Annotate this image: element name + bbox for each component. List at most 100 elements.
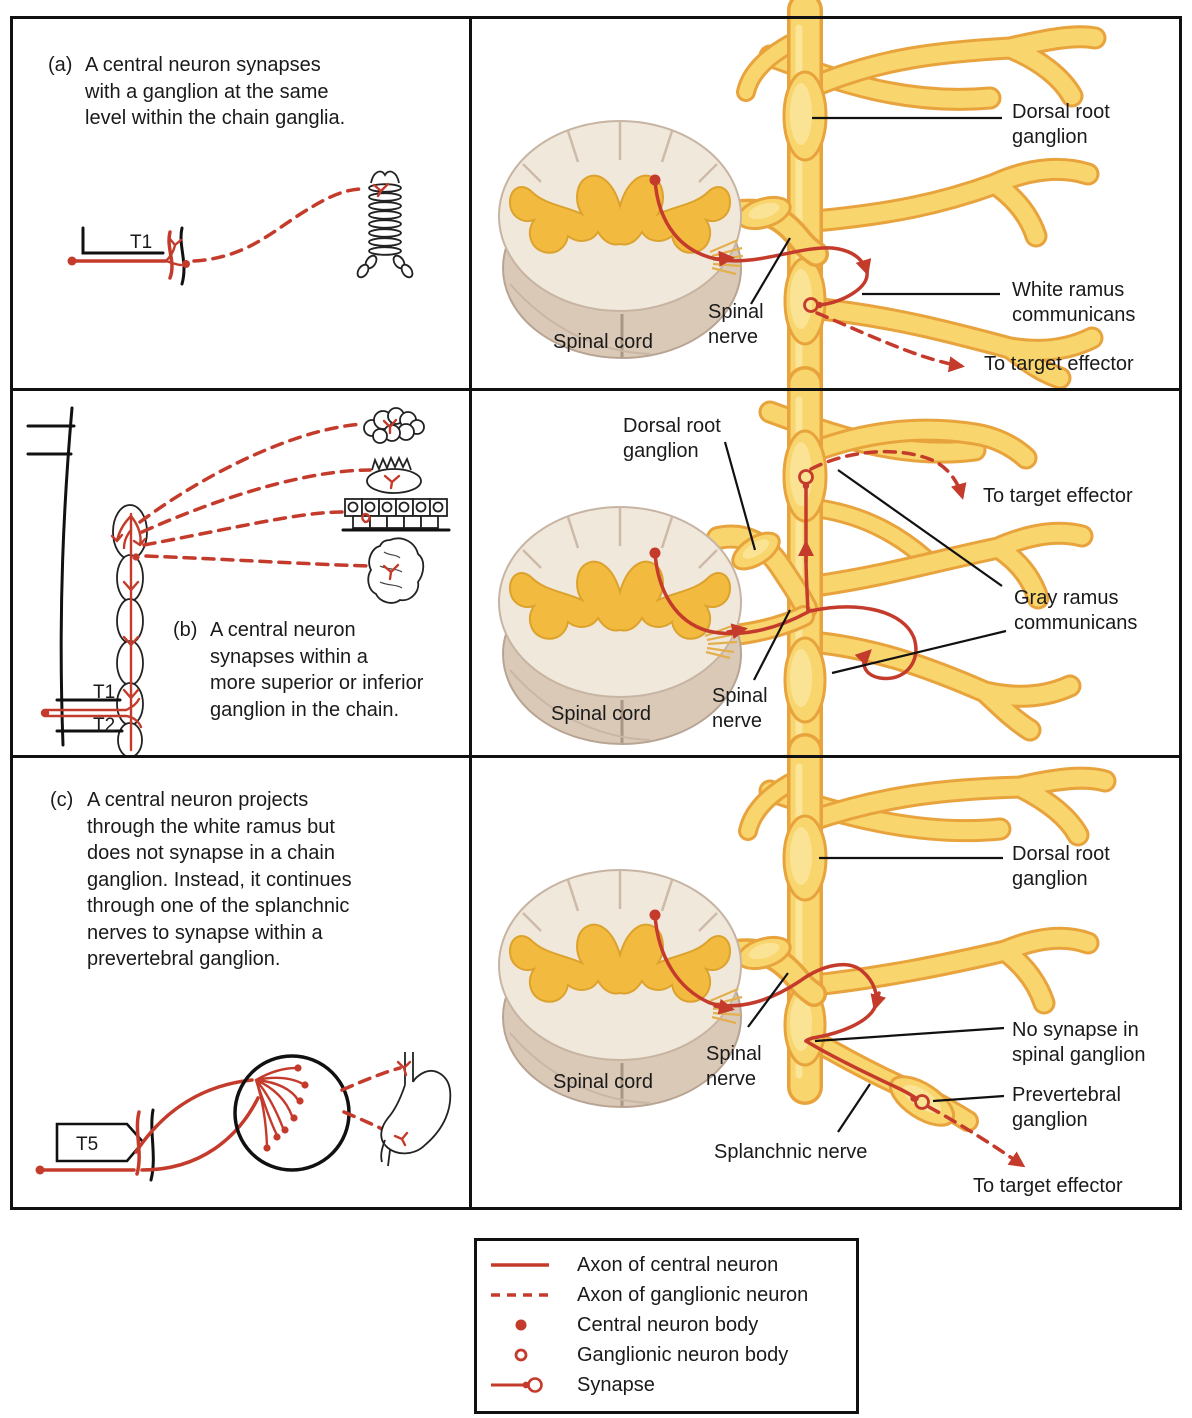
legend: Axon of central neuron Axon of ganglioni… <box>474 1238 859 1414</box>
panel-a-schematic: T1 <box>67 170 414 286</box>
splanchnic-nerve-tube <box>797 1026 979 1132</box>
label-no-synapse: No synapse in spinal ganglion <box>1012 1019 1146 1066</box>
spine-rib-lines <box>26 424 76 456</box>
central-axon-loop <box>808 605 918 681</box>
leader-lines <box>723 441 1007 681</box>
label-spinal-nerve-b: Spinal nerve <box>712 685 768 732</box>
synapse-icon <box>910 1094 930 1110</box>
label-splanchnic-nerve: Splanchnic nerve <box>714 1141 868 1163</box>
black-wavy-line <box>179 226 186 286</box>
ganglionic-dashed-4 <box>144 554 376 568</box>
label-dorsal-root-ganglion-b: Dorsal root ganglion <box>623 415 721 462</box>
rough-mass-organ-icon <box>367 537 425 604</box>
figure-border-top <box>10 16 1182 19</box>
legend-row: Synapse <box>485 1370 856 1400</box>
panel-divider-vertical <box>469 16 472 1210</box>
stomach-icon <box>380 1052 452 1167</box>
chain-arborization <box>110 514 147 550</box>
label-prevertebral-ganglion: Prevertebral ganglion <box>1012 1084 1121 1131</box>
leader-lines <box>747 856 1005 1133</box>
loop-arrow-overlay <box>870 991 887 1011</box>
label-white-ramus: White ramus communicans <box>1012 279 1136 326</box>
spinal-cord <box>497 119 743 360</box>
label-spinal-cord-c: Spinal cord <box>553 1071 654 1093</box>
panel-divider-ab <box>10 388 1182 391</box>
segment-label-t2: T2 <box>93 715 115 736</box>
t1-bracket <box>81 226 165 255</box>
chain-ganglion-inferior <box>783 636 827 724</box>
label-spinal-nerve-a: Spinal nerve <box>708 301 764 348</box>
dashed-red-line-icon <box>491 1293 549 1297</box>
panel-a-caption-label: (a) <box>48 54 73 76</box>
red-wavy-line <box>135 1110 141 1176</box>
central-axon-path-2 <box>818 270 869 307</box>
segment-label-t1: T1 <box>130 232 152 253</box>
panel-c-illustration <box>497 733 1117 1168</box>
segment-label-t1: T1 <box>93 682 115 703</box>
ganglionic-dashed-1 <box>138 422 365 524</box>
entering-axons <box>43 697 143 729</box>
panel-b-schematic: T1 T2 <box>26 406 451 758</box>
panel-divider-bc <box>10 755 1182 758</box>
figure-border-bottom <box>10 1207 1182 1210</box>
axon-arrow-overlay <box>726 623 748 640</box>
leader-lines <box>750 116 1002 305</box>
figure-border-right <box>1179 16 1182 1210</box>
spine-outline <box>59 406 74 747</box>
central-axon-hook <box>804 1007 876 1043</box>
axon-terminal-y-upper <box>396 1060 412 1077</box>
villi-organ-icon <box>366 455 422 494</box>
panel-b-illustration <box>497 366 1094 778</box>
ganglionic-axon-path <box>809 449 967 500</box>
synapse-icon <box>803 297 823 313</box>
central-axon-path <box>653 178 872 276</box>
panel-b-caption-text: A central neuron synapses within a more … <box>210 619 424 721</box>
panel-c-caption-label: (c) <box>50 789 74 811</box>
ganglionic-dashed-upper <box>340 1066 402 1092</box>
label-spinal-cord-a: Spinal cord <box>553 331 654 353</box>
red-wavy-line <box>167 230 174 280</box>
label-gray-ramus: Gray ramus communicans <box>1014 587 1138 634</box>
legend-label: Central neuron body <box>577 1313 759 1336</box>
solid-red-line-icon <box>491 1263 549 1267</box>
t5-box <box>55 1122 145 1163</box>
panel-a-caption-text: A central neuron synapses with a ganglio… <box>85 54 346 129</box>
figure-border-left <box>10 16 13 1210</box>
axon-arrow-overlay <box>714 250 736 267</box>
segment-label-t5: T5 <box>76 1134 98 1155</box>
ganglionic-dashed-3 <box>142 510 344 547</box>
axon-terminal-y-lower <box>393 1131 409 1147</box>
label-spinal-cord-b: Spinal cord <box>551 703 652 725</box>
open-red-circle-icon <box>514 1348 528 1362</box>
central-axon-path <box>653 913 879 1011</box>
legend-label: Axon of ganglionic neuron <box>577 1283 809 1306</box>
axon-terminal-y <box>372 182 390 198</box>
ganglionic-dashed-2 <box>140 468 372 534</box>
panel-c-schematic: T5 <box>35 1052 452 1182</box>
t-bracket-lines <box>55 698 124 733</box>
label-to-target-b: To target effector <box>983 485 1133 507</box>
ganglion-fan <box>254 1064 309 1152</box>
central-axon-path <box>653 551 810 636</box>
legend-label: Synapse <box>577 1373 655 1396</box>
label-spinal-nerve-c: Spinal nerve <box>706 1043 762 1090</box>
panel-c-caption-text: A central neuron projects through the wh… <box>87 789 352 970</box>
ventral-rootlets <box>704 624 738 660</box>
chain-ganglion-upper <box>782 70 828 162</box>
label-to-target-a: To target effector <box>984 353 1134 375</box>
panel-a-caption: (a) A central neuron synapses with a gan… <box>48 52 378 132</box>
ganglionic-axon-dashed <box>192 187 362 263</box>
ganglionic-axon-path <box>927 1105 1026 1168</box>
legend-row: Axon of ganglionic neuron <box>485 1280 856 1310</box>
legend-row: Axon of central neuron <box>485 1250 856 1280</box>
legend-label: Ganglionic neuron body <box>577 1343 789 1366</box>
panel-b-caption: (b) A central neuron synapses within a m… <box>173 617 473 723</box>
black-wavy-line <box>149 1108 155 1182</box>
ganglion-neuron-dot <box>132 553 140 561</box>
legend-label: Axon of central neuron <box>577 1253 779 1276</box>
synapse-glyph-icon <box>491 1377 543 1393</box>
label-dorsal-root-ganglion-c: Dorsal root ganglion <box>1012 843 1110 890</box>
legend-row: Ganglionic neuron body <box>485 1340 856 1370</box>
axon-curve-upper <box>134 1078 254 1154</box>
